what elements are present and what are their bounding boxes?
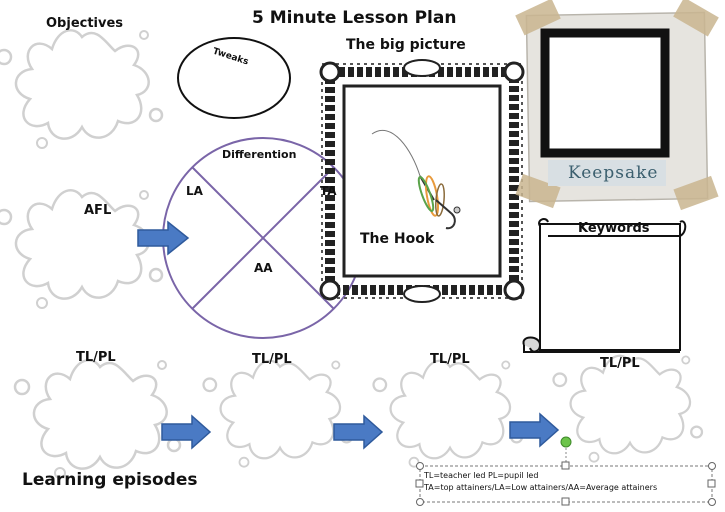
- splat-episode-1: [15, 360, 180, 478]
- big-picture-label: The big picture: [346, 37, 466, 53]
- key-note-textbox[interactable]: TL=teacher led PL=pupil led TA=top attai…: [424, 470, 708, 494]
- afl-label: AFL: [84, 203, 111, 218]
- key-note-line-2: TA=top attainers/LA=Low attainers/AA=Ave…: [424, 482, 708, 494]
- page-title: 5 Minute Lesson Plan: [252, 8, 456, 28]
- splat-objectives: [0, 30, 162, 148]
- objectives-label: Objectives: [46, 16, 123, 31]
- episode-4-label: TL/PL: [600, 356, 640, 371]
- the-hook-label: The Hook: [360, 231, 434, 247]
- episode-3-label: TL/PL: [430, 352, 470, 367]
- learning-episodes-label: Learning episodes: [22, 470, 197, 490]
- key-note-line-1: TL=teacher led PL=pupil led: [424, 470, 708, 482]
- splat-episode-2: [204, 361, 353, 467]
- splat-afl: [0, 190, 162, 308]
- splat-episode-4: [554, 356, 703, 462]
- splat-episode-3: [374, 361, 523, 467]
- differentiation-heading: Differention: [222, 148, 296, 161]
- differentiation-aa: AA: [254, 261, 273, 275]
- differentiation-ta: TA: [320, 184, 337, 198]
- differentiation-la: LA: [186, 184, 203, 198]
- arrow-episode-2: [334, 416, 382, 448]
- keywords-scroll: [523, 219, 685, 352]
- keepsake-label: Keepsake: [568, 163, 658, 183]
- tweaks-ellipse: [178, 38, 290, 118]
- keywords-label: Keywords: [578, 221, 650, 236]
- episode-2-label: TL/PL: [252, 352, 292, 367]
- episode-1-label: TL/PL: [76, 350, 116, 365]
